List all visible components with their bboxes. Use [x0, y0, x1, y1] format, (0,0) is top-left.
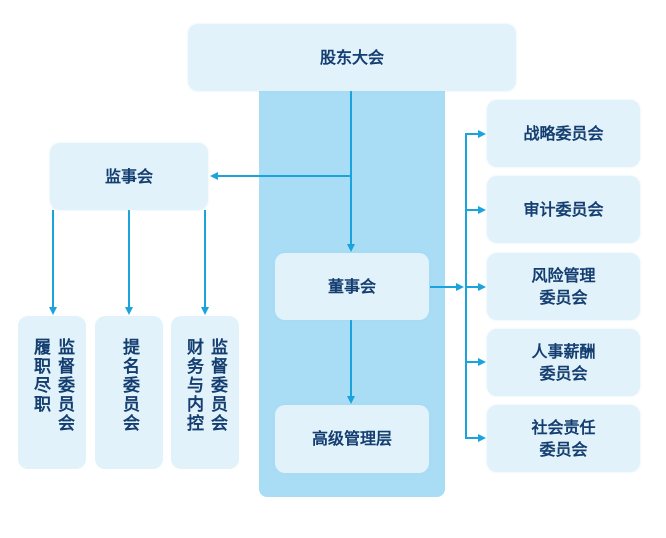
node-label-line: 提名委员会 [119, 338, 139, 433]
node-personnel-compensation-committee[interactable]: 人事薪酬 委员会 [487, 329, 640, 396]
node-label-line: 履职尽职 [30, 338, 50, 414]
node-label: 高级管理层 [311, 429, 392, 448]
node-label: 股东大会 [319, 47, 384, 67]
node-senior-management[interactable]: 高级管理层 [275, 405, 429, 473]
node-duty-performance-supervision-committee[interactable]: 监督委员会 履职尽职 [18, 316, 86, 469]
node-label-line: 财务与内控 [183, 338, 203, 433]
node-label-line: 人事薪酬 [531, 341, 596, 361]
node-label-line: 监督委员会 [207, 338, 227, 433]
node-label-line: 风险管理 [531, 265, 596, 285]
node-label-line: 委员会 [539, 287, 588, 307]
node-label-line: 审计委员会 [523, 199, 604, 219]
node-label-line: 监督委员会 [54, 338, 74, 433]
node-shareholders-meeting[interactable]: 股东大会 [188, 24, 516, 91]
node-finance-internal-control-supervision-committee[interactable]: 监督委员会 财务与内控 [171, 316, 239, 469]
node-board-of-directors[interactable]: 董事会 [275, 253, 429, 320]
node-label-line: 委员会 [539, 439, 588, 459]
node-label: 监事会 [104, 166, 153, 186]
node-risk-management-committee[interactable]: 风险管理 委员会 [487, 253, 640, 320]
node-label-line: 社会责任 [531, 417, 596, 437]
node-label-line: 战略委员会 [523, 123, 604, 143]
node-strategy-committee[interactable]: 战略委员会 [487, 100, 640, 167]
node-label-line: 委员会 [539, 363, 588, 383]
node-supervisory-board[interactable]: 监事会 [50, 143, 208, 210]
node-nomination-committee[interactable]: 提名委员会 [95, 316, 163, 469]
node-label: 董事会 [327, 276, 376, 296]
node-social-responsibility-committee[interactable]: 社会责任 委员会 [487, 405, 640, 472]
node-audit-committee[interactable]: 审计委员会 [487, 176, 640, 243]
